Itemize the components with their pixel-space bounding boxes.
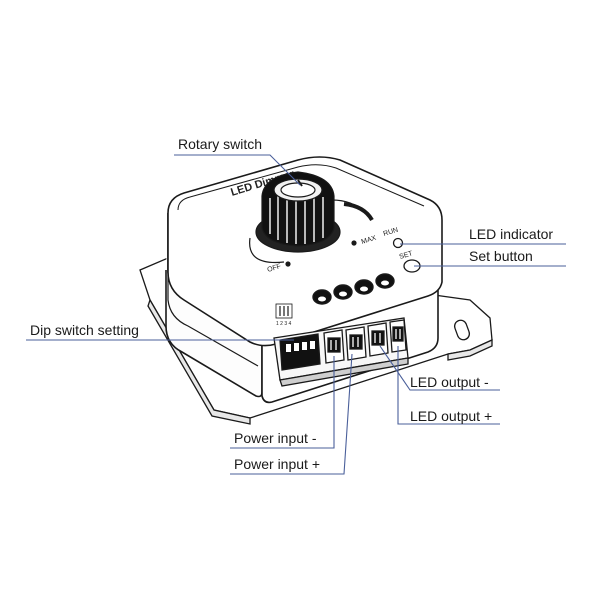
front-hole [312,289,332,305]
terminal-led-minus[interactable] [367,322,389,357]
run-label: RUN [383,227,400,238]
dial-scale [249,199,374,264]
leader-power-input-minus [230,356,335,449]
front-hole [375,273,395,289]
label-rotary-switch: Rotary switch [178,136,263,152]
leader-rotary-switch [174,154,301,186]
front-holes [312,273,395,305]
dip-legend: 1 2 3 4 [275,303,293,327]
front-hole [333,284,353,300]
run-led: RUN [383,227,404,249]
max-label: MAX [361,235,378,246]
label-power-input-minus: Power input - [234,430,317,446]
dip-switch[interactable] [279,333,321,371]
set-label: SET [399,250,415,261]
label-dip-switch-setting: Dip switch setting [30,322,139,338]
leader-lines [26,154,566,475]
leader-led-output-minus [379,345,500,391]
terminal-block [273,317,409,387]
front-hole [354,279,374,295]
leader-power-input-plus [230,353,353,475]
dip-legend-label: 1 2 3 4 [276,321,292,327]
off-indicator: OFF [267,261,291,274]
label-power-input-plus: Power input + [234,456,320,472]
label-led-indicator: LED indicator [469,226,554,242]
label-set-button: Set button [469,248,533,264]
label-led-output-minus: LED output - [410,374,489,390]
mounting-slot-right [453,319,471,341]
max-indicator: MAX [351,235,377,246]
terminal-power-plus[interactable] [345,326,367,361]
terminal-power-minus[interactable] [323,329,345,364]
off-label: OFF [267,263,282,274]
label-led-output-plus: LED output + [410,408,493,424]
leader-led-output-plus [397,346,500,425]
rotary-knob[interactable] [255,171,341,253]
terminal-led-plus[interactable] [389,319,407,353]
